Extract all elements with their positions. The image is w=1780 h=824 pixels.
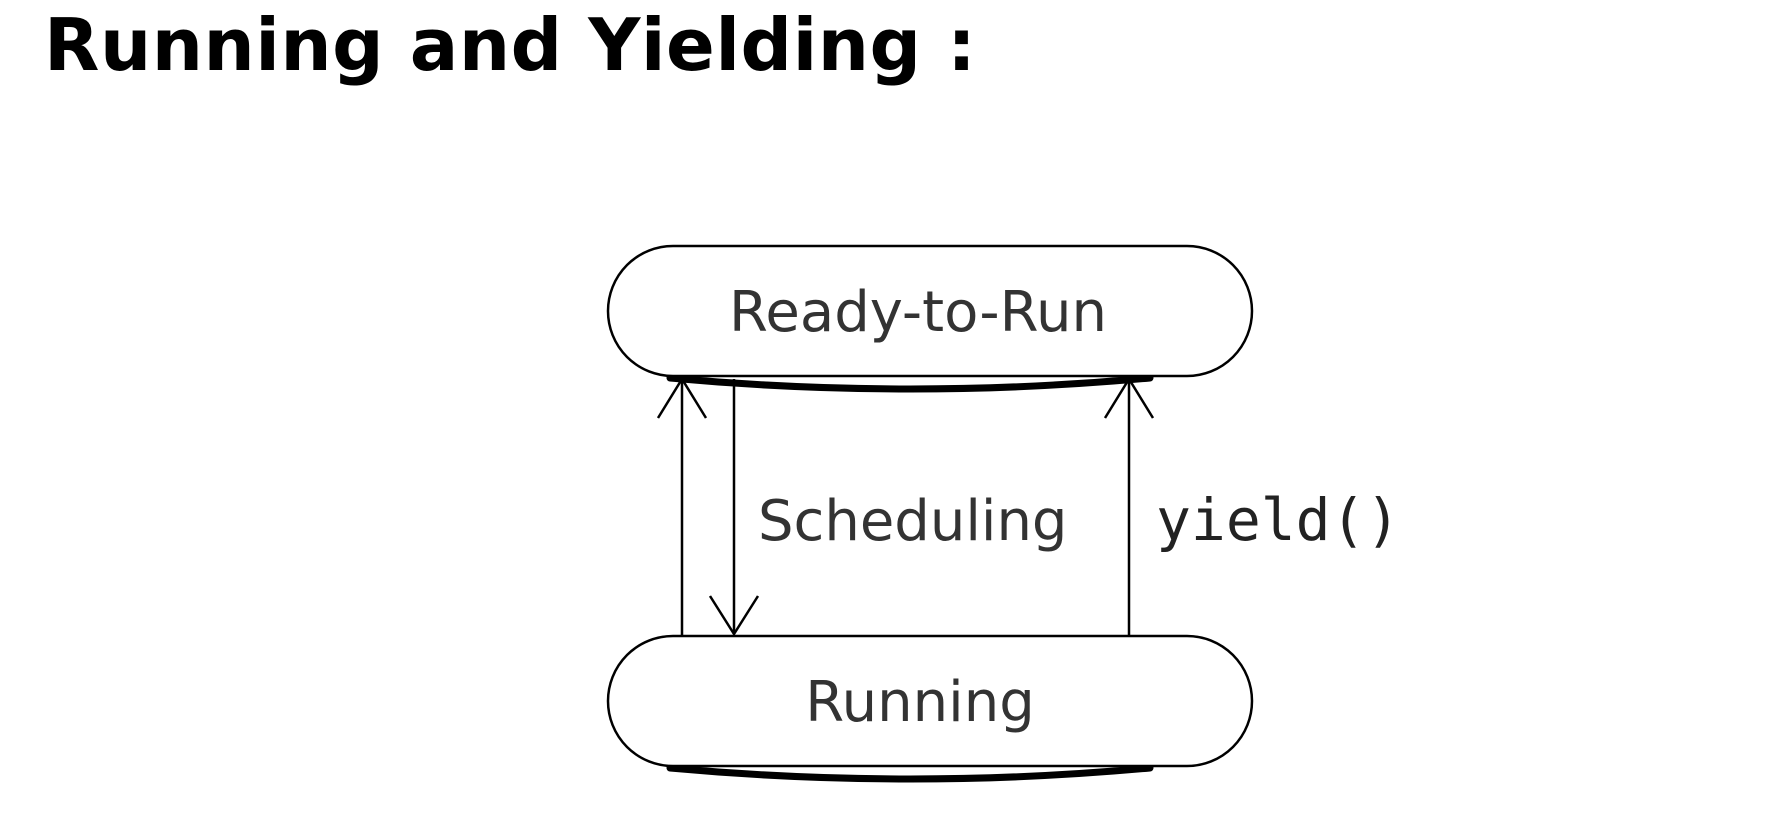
state-running-box [606, 634, 1254, 768]
state-ready-shadow [666, 374, 1154, 393]
yield-label: yield() [1156, 486, 1400, 554]
state-running-label: Running [805, 670, 1034, 735]
state-running-shadow [666, 764, 1154, 783]
page-title: Running and Yielding : [44, 3, 977, 87]
arrow-scheduling [708, 379, 760, 637]
state-ready-label: Ready-to-Run [729, 280, 1107, 345]
state-ready-box [606, 244, 1254, 378]
state-ready-to-run: Ready-to-Run [606, 244, 1254, 393]
scheduling-label: Scheduling [758, 489, 1067, 554]
arrow-running-to-ready [656, 376, 708, 636]
arrow-yield [1103, 376, 1155, 636]
state-running: Running [606, 634, 1254, 783]
